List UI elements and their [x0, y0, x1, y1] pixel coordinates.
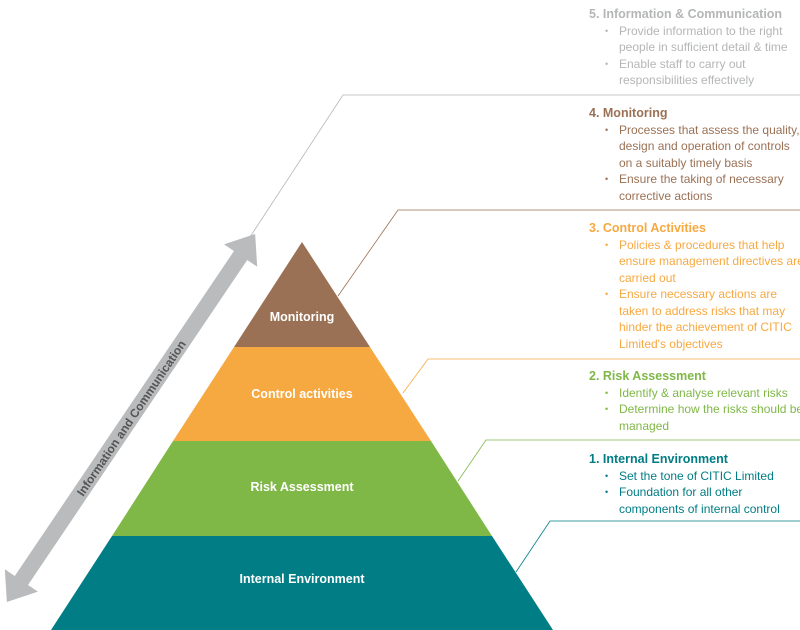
leader-line-monitoring	[337, 209, 800, 297]
bullet: Enable staff to carry out responsibiliti…	[589, 56, 800, 89]
bullet: Set the tone of CITIC Limited	[589, 468, 800, 485]
section-title: 4. Monitoring	[589, 106, 668, 120]
tier-internal-shape	[51, 536, 553, 630]
section-risk-assessment: 2. Risk Assessment Identify & analyse re…	[589, 368, 800, 434]
section-monitoring: 4. Monitoring Processes that assess the …	[589, 105, 800, 204]
bullet: Processes that assess the quality, desig…	[589, 122, 800, 172]
leader-line-control	[402, 358, 800, 394]
section-title: 2. Risk Assessment	[589, 369, 706, 383]
section-information-communication: 5. Information & Communication Provide i…	[589, 6, 800, 89]
tier-internal-label: Internal Environment	[239, 572, 365, 586]
tier-risk-shape	[112, 441, 492, 536]
section-internal-environment: 1. Internal Environment Set the tone of …	[589, 451, 800, 517]
bullet: Provide information to the right people …	[589, 23, 800, 56]
tier-control-label: Control activities	[251, 387, 353, 401]
section-title: 5. Information & Communication	[589, 7, 783, 21]
section-control-activities: 3. Control Activities Policies & procedu…	[589, 220, 800, 352]
leader-line-risk	[457, 439, 800, 482]
leader-line-internal	[515, 520, 800, 573]
tier-monitoring-label: Monitoring	[269, 310, 335, 324]
tier-risk-label: Risk Assessment	[250, 480, 354, 494]
bullet: Policies & procedures that help ensure m…	[589, 237, 800, 287]
bullet: Identify & analyse relevant risks	[589, 385, 800, 402]
bullet: Foundation for all other components of i…	[589, 484, 800, 517]
bullet: Ensure the taking of necessary correctiv…	[589, 171, 800, 204]
section-title: 1. Internal Environment	[589, 452, 728, 466]
bullet: Determine how the risks should be manage…	[589, 401, 800, 434]
tier-control-shape	[173, 347, 431, 441]
leader-line-information	[249, 94, 800, 238]
tier-monitoring-shape	[234, 242, 370, 347]
bullet: Ensure necessary actions are taken to ad…	[589, 286, 800, 352]
section-title: 3. Control Activities	[589, 221, 706, 235]
